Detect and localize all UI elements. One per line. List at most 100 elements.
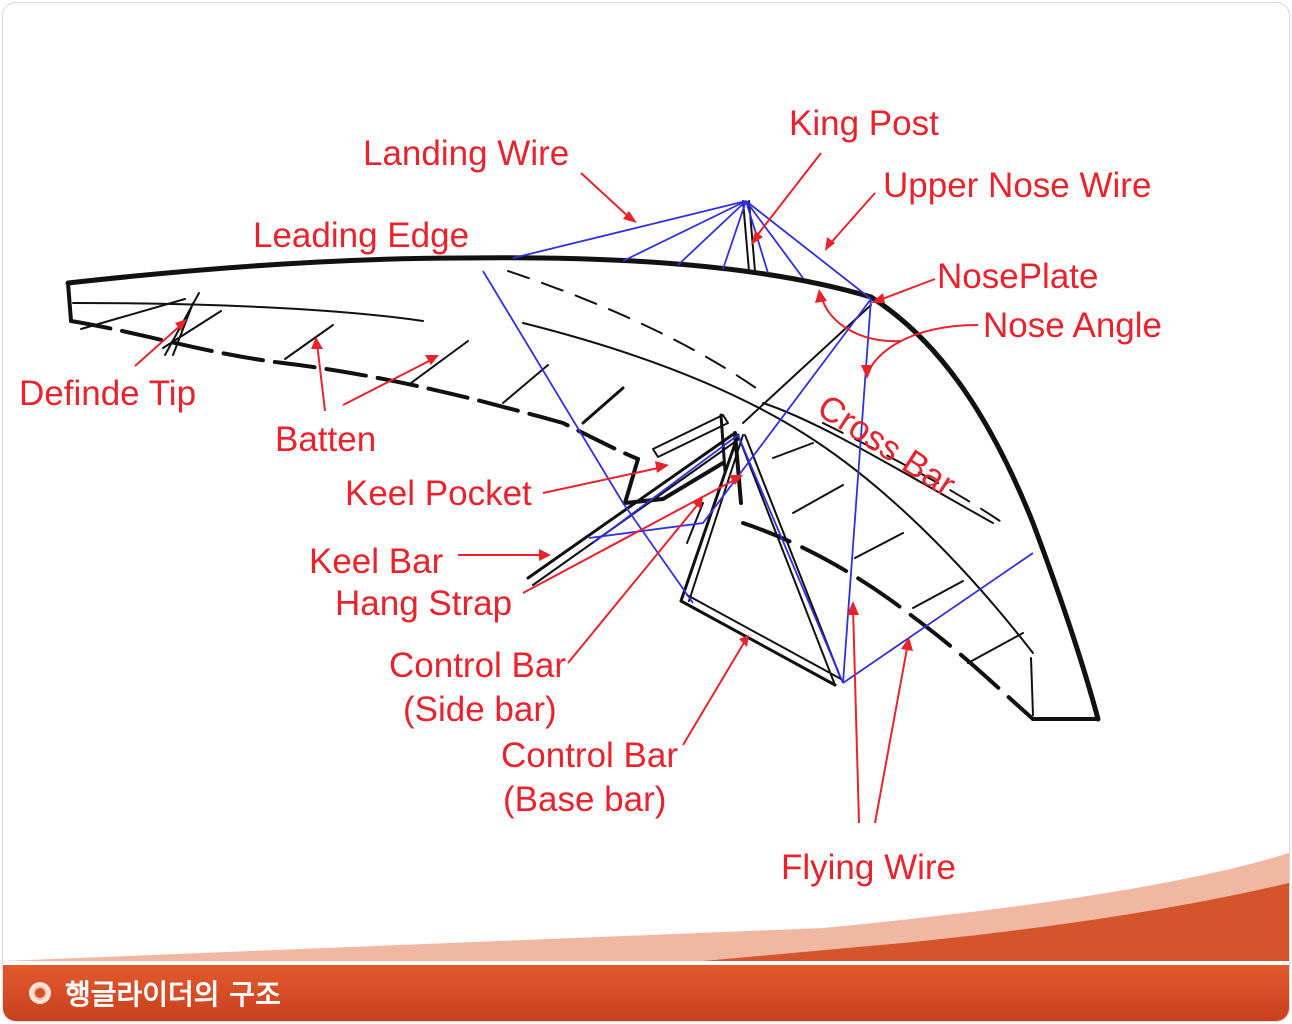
batten-r6 bbox=[1030, 657, 1034, 716]
arrowhead-batten-1 bbox=[311, 337, 323, 349]
arrowhead-batten-2 bbox=[425, 355, 439, 365]
keel-bar bbox=[526, 431, 737, 580]
flying-wire-left bbox=[482, 270, 694, 604]
arrowhead-flying-2 bbox=[901, 637, 913, 651]
flying-wire-left-2 bbox=[592, 434, 739, 544]
flying-wire-right bbox=[842, 552, 1034, 684]
batten-5 bbox=[502, 364, 549, 404]
arrow-control-side bbox=[567, 502, 700, 664]
base-bar-2 bbox=[686, 594, 842, 680]
decorative-swoosh bbox=[3, 853, 1289, 961]
arrow-batten-2 bbox=[342, 358, 434, 406]
wing-structure bbox=[65, 200, 1101, 722]
label-landing-wire: Landing Wire bbox=[363, 134, 569, 173]
arrow-upper-nose-wire bbox=[828, 192, 876, 246]
arrowhead-keel-bar bbox=[539, 549, 551, 561]
batten-r1 bbox=[772, 442, 814, 459]
keel-pocket-outline bbox=[623, 457, 725, 505]
label-control-bar-base-1: Control Bar bbox=[501, 736, 678, 775]
leading-edge-line bbox=[65, 255, 874, 300]
arrowhead-keel-pocket bbox=[655, 461, 669, 473]
leader-arrows bbox=[134, 152, 979, 824]
keel-pocket bbox=[652, 414, 729, 458]
batten-1 bbox=[80, 298, 186, 330]
arrow-flying-1 bbox=[852, 606, 860, 824]
tip-rod-2 bbox=[172, 302, 194, 356]
caption-title: 행글라이더의 구조 bbox=[65, 978, 281, 1011]
label-control-bar-side-1: Control Bar bbox=[389, 646, 566, 685]
bullet-circle-icon bbox=[29, 982, 51, 1004]
cross-bar-dashes bbox=[507, 270, 764, 394]
landing-wire-6 bbox=[745, 200, 804, 279]
landing-wire-2 bbox=[622, 200, 747, 262]
tip-inner-line bbox=[72, 302, 424, 322]
arrow-nose-plate bbox=[876, 278, 936, 302]
sail-inner-line bbox=[522, 322, 1034, 654]
arrowhead-definde-tip bbox=[175, 319, 187, 331]
side-rod-extra bbox=[686, 502, 704, 544]
arrowhead-king-post bbox=[751, 231, 763, 245]
label-hang-strap: Hang Strap bbox=[335, 584, 512, 623]
trailing-edge-line bbox=[69, 319, 640, 461]
batten-r5 bbox=[967, 632, 1024, 664]
arrow-control-base bbox=[682, 640, 746, 746]
batten-3 bbox=[284, 324, 334, 360]
arrowhead-upper-nose-wire bbox=[825, 237, 835, 251]
arrowhead-landing-wire bbox=[623, 211, 637, 223]
arrow-king-post bbox=[754, 152, 822, 239]
label-king-post: King Post bbox=[789, 104, 939, 143]
wing-tip-line bbox=[66, 281, 73, 323]
hang-glider-diagram: King Post Landing Wire Upper Nose Wire L… bbox=[3, 104, 1289, 961]
arrowhead-nose-plate bbox=[871, 293, 885, 303]
arrow-keel-pocket bbox=[542, 466, 664, 494]
label-nose-angle: Nose Angle bbox=[983, 306, 1162, 345]
batten-r2 bbox=[792, 484, 844, 514]
arrowhead-control-side bbox=[693, 497, 703, 509]
label-flying-wire: Flying Wire bbox=[781, 848, 956, 887]
side-bar-1 bbox=[679, 433, 740, 603]
decorative-swoosh-dark bbox=[703, 883, 1289, 961]
batten-6 bbox=[581, 386, 625, 425]
flying-wire-mid bbox=[737, 434, 844, 684]
label-keel-pocket: Keel Pocket bbox=[345, 474, 532, 513]
arrowhead-nose-angle bbox=[861, 365, 873, 379]
batten-r4 bbox=[912, 580, 964, 609]
arrowhead-hang-strap bbox=[729, 475, 743, 485]
caption-bar: 행글라이더의 구조 bbox=[3, 965, 1289, 1021]
arrowhead-arc-1 bbox=[815, 289, 827, 303]
arrow-definde-tip bbox=[134, 324, 182, 367]
label-leading-edge: Leading Edge bbox=[253, 216, 469, 255]
cross-bar-dashes-right bbox=[822, 422, 1004, 524]
flying-wire-nose bbox=[588, 298, 872, 539]
trailing-edge-line-right bbox=[741, 521, 1035, 721]
arrow-hang-strap bbox=[522, 477, 739, 594]
label-upper-nose-wire: Upper Nose Wire bbox=[883, 166, 1151, 205]
batten-r3 bbox=[854, 532, 904, 559]
label-cross-bar: Cross Bar bbox=[811, 387, 963, 505]
wires bbox=[482, 200, 1034, 684]
arc-nose-angle bbox=[820, 294, 902, 343]
label-definde-tip: Definde Tip bbox=[19, 374, 196, 413]
landing-wire-4 bbox=[722, 200, 747, 270]
label-control-bar-side-2: (Side bar) bbox=[403, 690, 557, 729]
arrow-landing-wire bbox=[580, 172, 632, 220]
label-batten: Batten bbox=[275, 420, 376, 459]
side-bar-2 bbox=[688, 434, 744, 602]
arrow-heads bbox=[175, 211, 913, 651]
batten-4 bbox=[410, 340, 469, 384]
arrow-nose-angle bbox=[867, 324, 979, 374]
landing-wire-3 bbox=[677, 200, 747, 266]
arrowhead-control-base bbox=[739, 635, 749, 647]
flying-wire-nose-2 bbox=[842, 298, 872, 684]
leading-edge-right bbox=[868, 294, 1101, 722]
arrow-flying-2 bbox=[874, 642, 909, 824]
arrowhead-flying-1 bbox=[847, 601, 859, 615]
label-keel-bar: Keel Bar bbox=[309, 542, 444, 581]
landing-wire-1 bbox=[512, 200, 747, 259]
base-bar bbox=[679, 599, 837, 687]
side-bar-right bbox=[737, 434, 836, 686]
label-nose-plate: NosePlate bbox=[937, 257, 1098, 296]
label-control-bar-base-2: (Base bar) bbox=[503, 780, 666, 819]
arrow-batten-1 bbox=[316, 342, 326, 412]
